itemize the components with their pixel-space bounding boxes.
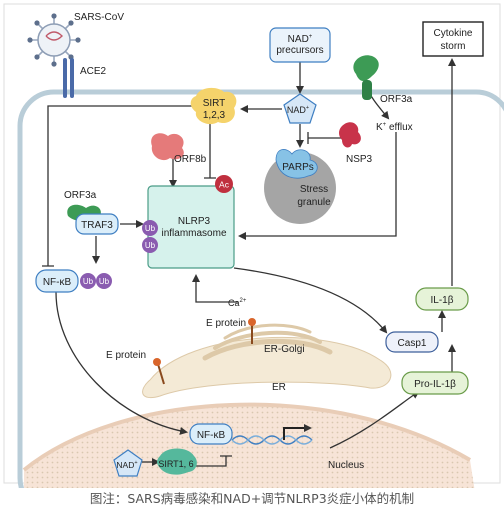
casp1-box <box>385 331 439 353</box>
er-golgi-stack-1 <box>202 338 333 361</box>
ac-label: Ac <box>219 180 230 190</box>
e-protein-upper-icon <box>248 318 256 326</box>
nsp3-protein-icon <box>339 122 361 148</box>
il1b-box <box>415 287 469 311</box>
ub-label-nlrp3-1: Ub <box>145 224 156 233</box>
sirt16-protein-icon <box>157 448 197 475</box>
cytokine-storm-box <box>422 21 484 57</box>
e-protein-lower-icon <box>153 358 161 366</box>
er-golgi-stack-3 <box>223 323 312 340</box>
orf3a-top-protein-icon <box>353 55 379 100</box>
ub-label-nfkb-2: Ub <box>99 277 110 286</box>
nad-precursors-box <box>269 27 331 63</box>
inhibit-nsp3-parps <box>307 132 345 144</box>
traf3-box <box>75 213 119 235</box>
k-efflux-label: K+ efflux <box>376 122 413 133</box>
nad-precursors-label: NAD+precursors <box>276 34 323 56</box>
il1b-label: IL-1β <box>431 295 454 306</box>
ace2-label: ACE2 <box>80 66 107 77</box>
ub-badge-nfkb-2 <box>96 273 112 289</box>
nucleus-label: Nucleus <box>328 460 364 471</box>
nfkb-nucleus-label: NF-κB <box>197 430 226 441</box>
ac-badge <box>215 175 233 193</box>
cell-membrane <box>17 89 504 488</box>
e-protein-lower-stem <box>157 363 165 385</box>
parps-label: PARPs <box>282 162 314 173</box>
ub-label-nlrp3-2: Ub <box>145 241 156 250</box>
transcription-start-icon <box>283 424 312 440</box>
er-golgi-label: ER-Golgi <box>264 344 305 355</box>
nad-center-icon <box>283 93 317 124</box>
arrow-ca-to-nlrp3 <box>192 274 238 303</box>
sars-cov-virus-icon <box>27 13 81 67</box>
ace2-receptor-icon <box>63 58 74 98</box>
orf3a-left-label: ORF3a <box>64 190 97 201</box>
inhibit-sirt-nfkb <box>42 105 196 267</box>
arrow-gene-to-proil1b <box>329 390 420 449</box>
figure-caption: 图注：SARS病毒感染和NAD+调节NLRP3炎症小体的机制 <box>89 491 415 506</box>
nucleus-nad-label: NAD+ <box>116 460 137 470</box>
sirt16-label: SIRT1, 6 <box>158 459 193 469</box>
e-protein-label-upper: E protein <box>206 318 246 329</box>
er-label: ER <box>272 382 286 393</box>
arrow-nlrp3-to-casp1 <box>233 267 388 334</box>
sirt123-protein-icon <box>190 87 237 125</box>
casp1-label: Casp1 <box>398 338 427 349</box>
orf3a-top-label: ORF3a <box>380 94 413 105</box>
nfkb-label: NF-κB <box>43 277 72 288</box>
nuclear-membrane <box>22 402 472 472</box>
ub-badge-nfkb-1 <box>80 273 96 289</box>
parps-protein-icon <box>275 149 318 179</box>
er-golgi-stack-2 <box>213 330 322 350</box>
nfkb-nucleus-box <box>189 423 233 445</box>
ca-label: Ca2+ <box>228 298 247 308</box>
arrow-k-efflux-to-nlrp3 <box>238 132 397 240</box>
nfkb-box <box>35 269 79 293</box>
arrow-nfkb-to-nucleus <box>55 291 188 435</box>
ub-badge-nlrp3-2 <box>142 237 158 253</box>
sars-cov-label: SARS-CoV <box>74 12 124 23</box>
traf3-label: TRAF3 <box>81 220 113 231</box>
orf8b-label: ORF8b <box>174 154 207 165</box>
inhibit-sirt16 <box>196 455 232 467</box>
ub-badge-nlrp3-1 <box>142 220 158 236</box>
ub-label-nfkb-1: Ub <box>83 277 94 286</box>
nad-center-label: NAD+ <box>287 105 309 115</box>
dna-strand-icon <box>231 435 313 445</box>
nucleus-nad-icon <box>113 449 143 477</box>
pro-il1b-box <box>401 371 469 395</box>
inhibit-sirt-ac <box>204 122 216 179</box>
e-protein-label-lower: E protein <box>106 350 146 361</box>
nlrp3-inflammasome-box <box>147 185 235 269</box>
pro-il1b-label: Pro-IL-1β <box>414 379 456 390</box>
nsp3-label: NSP3 <box>346 154 373 165</box>
orf8b-protein-icon <box>151 133 184 161</box>
